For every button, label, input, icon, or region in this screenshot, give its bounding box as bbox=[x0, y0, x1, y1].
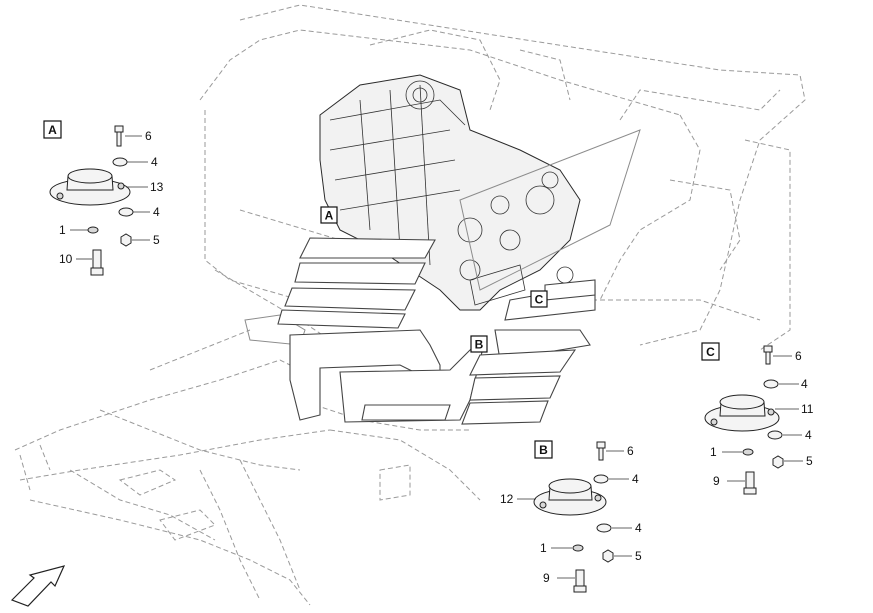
svg-text:6: 6 bbox=[145, 129, 152, 143]
svg-text:A: A bbox=[48, 123, 57, 137]
view-label-c: C bbox=[530, 290, 548, 308]
bolt-icon bbox=[743, 471, 757, 495]
svg-text:4: 4 bbox=[151, 155, 158, 169]
washer-icon bbox=[112, 157, 128, 167]
washer-icon bbox=[763, 379, 779, 389]
svg-text:6: 6 bbox=[627, 444, 634, 458]
svg-text:5: 5 bbox=[635, 549, 642, 563]
svg-text:A: A bbox=[325, 209, 334, 223]
svg-text:1: 1 bbox=[710, 445, 717, 459]
detail-c: C bbox=[701, 342, 784, 495]
detail-a-callouts: 6 4 13 4 5 1 10 bbox=[59, 129, 164, 266]
washer-icon bbox=[87, 226, 99, 234]
washer-icon bbox=[572, 544, 584, 552]
svg-text:4: 4 bbox=[801, 377, 808, 391]
washer-icon bbox=[593, 474, 609, 484]
mount-pad-hatching bbox=[277, 237, 596, 425]
svg-text:6: 6 bbox=[795, 349, 802, 363]
detail-a: A bbox=[43, 120, 134, 276]
washer-icon bbox=[742, 448, 754, 456]
svg-text:B: B bbox=[539, 443, 548, 457]
svg-text:4: 4 bbox=[805, 428, 812, 442]
bolt-icon bbox=[114, 125, 124, 147]
nut-icon bbox=[772, 455, 784, 469]
svg-text:9: 9 bbox=[543, 571, 550, 585]
svg-text:10: 10 bbox=[59, 252, 73, 266]
bolt-icon bbox=[573, 569, 587, 593]
bolt-icon bbox=[763, 345, 773, 365]
view-label-a: A bbox=[320, 206, 338, 224]
svg-text:4: 4 bbox=[153, 205, 160, 219]
rubber-mount-icon bbox=[533, 478, 607, 516]
svg-text:4: 4 bbox=[632, 472, 639, 486]
nut-icon bbox=[602, 549, 614, 563]
front-direction-arrow-icon bbox=[10, 565, 66, 607]
svg-text:1: 1 bbox=[540, 541, 547, 555]
bolt-icon bbox=[90, 249, 104, 276]
rubber-mount-icon bbox=[704, 394, 780, 432]
svg-text:5: 5 bbox=[153, 233, 160, 247]
detail-c-callouts: 6 4 11 4 5 1 9 bbox=[710, 349, 814, 488]
svg-text:4: 4 bbox=[635, 521, 642, 535]
detail-b-callouts: 6 4 12 4 5 1 9 bbox=[500, 444, 642, 585]
washer-icon bbox=[767, 430, 783, 440]
bolt-icon bbox=[596, 441, 606, 461]
bell-housing-outline bbox=[459, 129, 641, 291]
view-label-b: B bbox=[470, 335, 488, 353]
svg-text:B: B bbox=[475, 338, 484, 352]
svg-text:12: 12 bbox=[500, 492, 514, 506]
nut-icon bbox=[120, 233, 132, 247]
svg-text:C: C bbox=[535, 293, 544, 307]
rubber-mount-icon bbox=[49, 168, 131, 206]
svg-text:9: 9 bbox=[713, 474, 720, 488]
washer-icon bbox=[118, 207, 134, 217]
washer-icon bbox=[596, 523, 612, 533]
svg-text:C: C bbox=[706, 345, 715, 359]
detail-b: B bbox=[533, 440, 614, 593]
svg-text:11: 11 bbox=[801, 402, 814, 416]
svg-text:13: 13 bbox=[150, 180, 164, 194]
svg-text:1: 1 bbox=[59, 223, 66, 237]
svg-text:5: 5 bbox=[806, 454, 813, 468]
